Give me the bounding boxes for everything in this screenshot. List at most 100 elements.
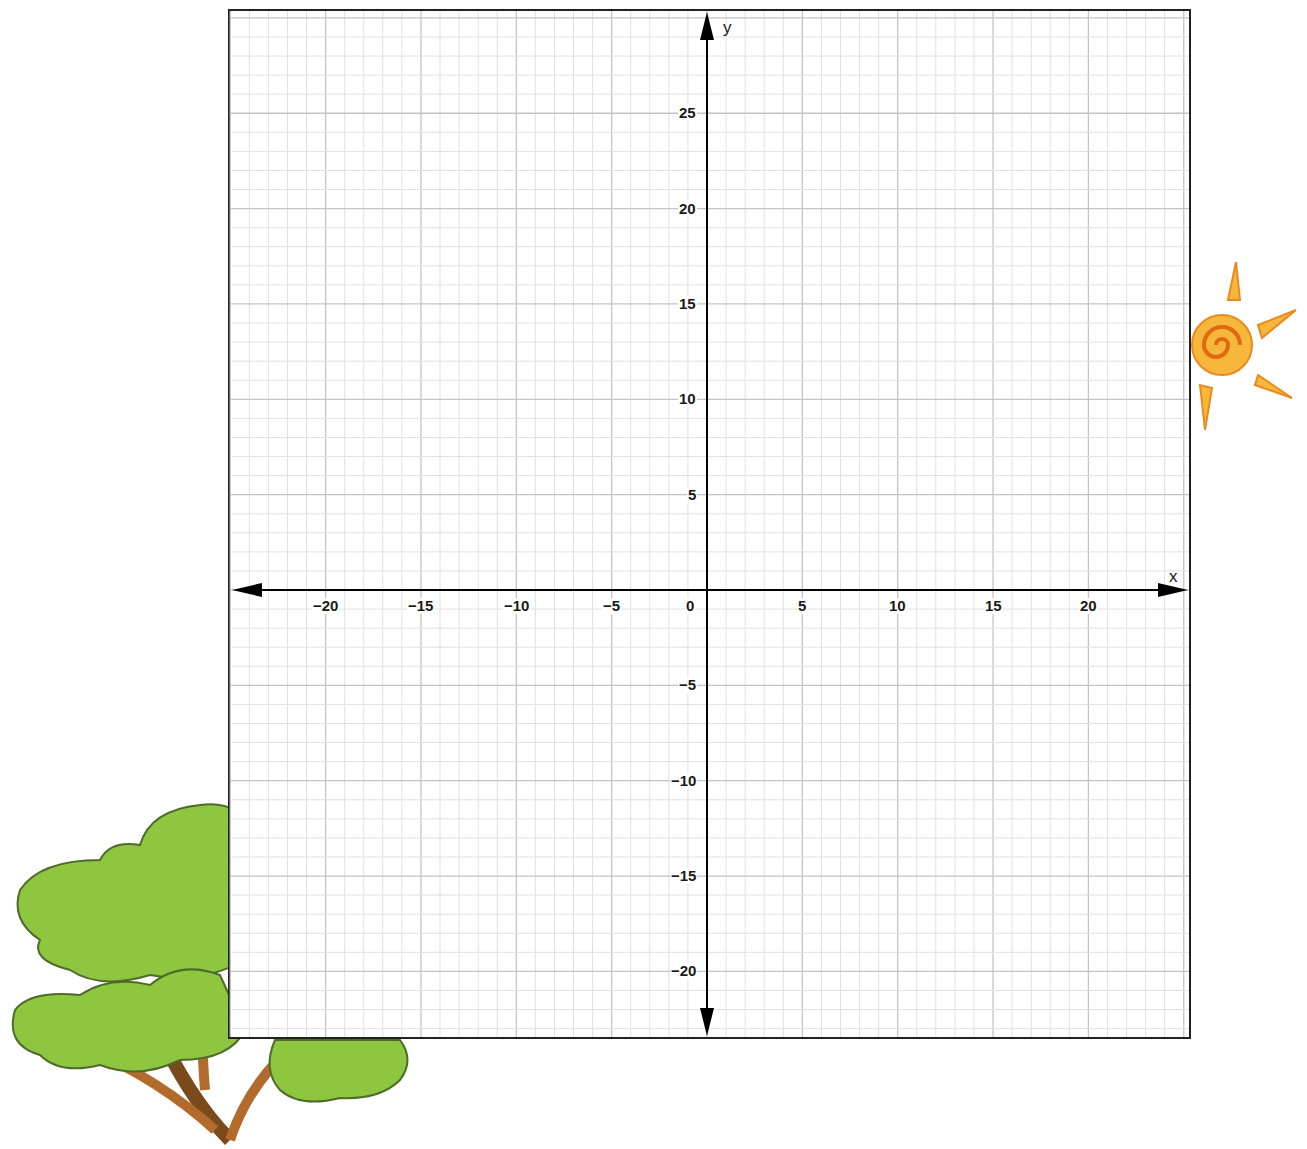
tick-label: 0 [685, 598, 695, 614]
grid-line [230, 456, 1189, 457]
grid-line [726, 11, 727, 1037]
grid-line [859, 11, 860, 1037]
grid-line [230, 75, 1189, 76]
grid-line [706, 11, 707, 1037]
grid-line [230, 971, 1189, 972]
grid-line [230, 685, 1189, 686]
grid-line [230, 723, 1189, 724]
grid-line [478, 11, 479, 1037]
grid-line [440, 11, 441, 1037]
grid-line [306, 11, 307, 1037]
grid-line [230, 361, 1189, 362]
grid-line [230, 761, 1189, 762]
grid-line [230, 647, 1189, 648]
grid-line [230, 513, 1189, 514]
grid-line [230, 609, 1189, 610]
grid-line [230, 380, 1189, 381]
tick-label: −20 [312, 598, 339, 614]
tick-label: −10 [670, 773, 697, 789]
grid-line [249, 11, 250, 1037]
grid-line [230, 990, 1189, 991]
grid-line [649, 11, 650, 1037]
grid-line [230, 742, 1189, 743]
grid-line [230, 666, 1189, 667]
grid-line [230, 494, 1189, 495]
axis-label: y [722, 20, 733, 36]
grid-line [230, 227, 1189, 228]
grid-line [268, 11, 269, 1037]
grid-lines [230, 11, 1189, 1037]
grid-line [535, 11, 536, 1037]
tick-label: 10 [678, 391, 697, 407]
grid-line [573, 11, 574, 1037]
grid-line [516, 11, 517, 1037]
grid-line [230, 437, 1189, 438]
grid-line [230, 418, 1189, 419]
grid-line [401, 11, 402, 1037]
grid-frame [229, 10, 1190, 1038]
tick-label: −5 [602, 598, 621, 614]
grid-line [230, 952, 1189, 953]
tick-label: 20 [1079, 598, 1098, 614]
grid-line [230, 246, 1189, 247]
grid-line [592, 11, 593, 1037]
grid-line [363, 11, 364, 1037]
tick-label: −15 [670, 868, 697, 884]
grid-line [230, 189, 1189, 190]
grid-line [230, 94, 1189, 95]
tick-label: 20 [678, 201, 697, 217]
grid-line [287, 11, 288, 1037]
grid-line [230, 475, 1189, 476]
grid-line [230, 56, 1189, 57]
grid-line [230, 799, 1189, 800]
grid-line [382, 11, 383, 1037]
grid-line [230, 704, 1189, 705]
grid-line [230, 1028, 1189, 1029]
grid-line [230, 303, 1189, 304]
grid-line [745, 11, 746, 1037]
grid-line [230, 875, 1189, 876]
grid-line [840, 11, 841, 1037]
tick-label: −15 [407, 598, 434, 614]
grid-line [230, 399, 1189, 400]
grid-line [230, 895, 1189, 896]
tick-label: 25 [678, 105, 697, 121]
tick-label: −5 [678, 677, 697, 693]
grid-line [992, 11, 993, 1037]
grid-line [935, 11, 936, 1037]
sun-illustration [1192, 262, 1296, 430]
grid-line [325, 11, 326, 1037]
grid-line [230, 570, 1189, 571]
grid-line [1069, 11, 1070, 1037]
grid-line [878, 11, 879, 1037]
grid-line [230, 170, 1189, 171]
grid-line [459, 11, 460, 1037]
grid-line [954, 11, 955, 1037]
grid-line [230, 532, 1189, 533]
grid-line [230, 265, 1189, 266]
tick-label: 10 [888, 598, 907, 614]
grid-line [783, 11, 784, 1037]
grid-line [230, 113, 1189, 114]
grid-line [230, 17, 1189, 18]
grid-line [554, 11, 555, 1037]
grid-line [420, 11, 421, 1037]
grid-line [916, 11, 917, 1037]
grid-line [821, 11, 822, 1037]
grid-line [230, 208, 1189, 209]
tick-label: 5 [687, 487, 697, 503]
grid-line [764, 11, 765, 1037]
tick-label: 15 [678, 296, 697, 312]
tick-label: 5 [797, 598, 807, 614]
grid-line [1145, 11, 1146, 1037]
grid-line [1088, 11, 1089, 1037]
grid-line [230, 780, 1189, 781]
tick-label: 15 [984, 598, 1003, 614]
axes [232, 12, 1188, 1036]
grid-line [344, 11, 345, 1037]
grid-line [230, 323, 1189, 324]
tick-label: −10 [503, 598, 530, 614]
grid-line [230, 284, 1189, 285]
grid-line [230, 856, 1189, 857]
grid-line [1164, 11, 1165, 1037]
